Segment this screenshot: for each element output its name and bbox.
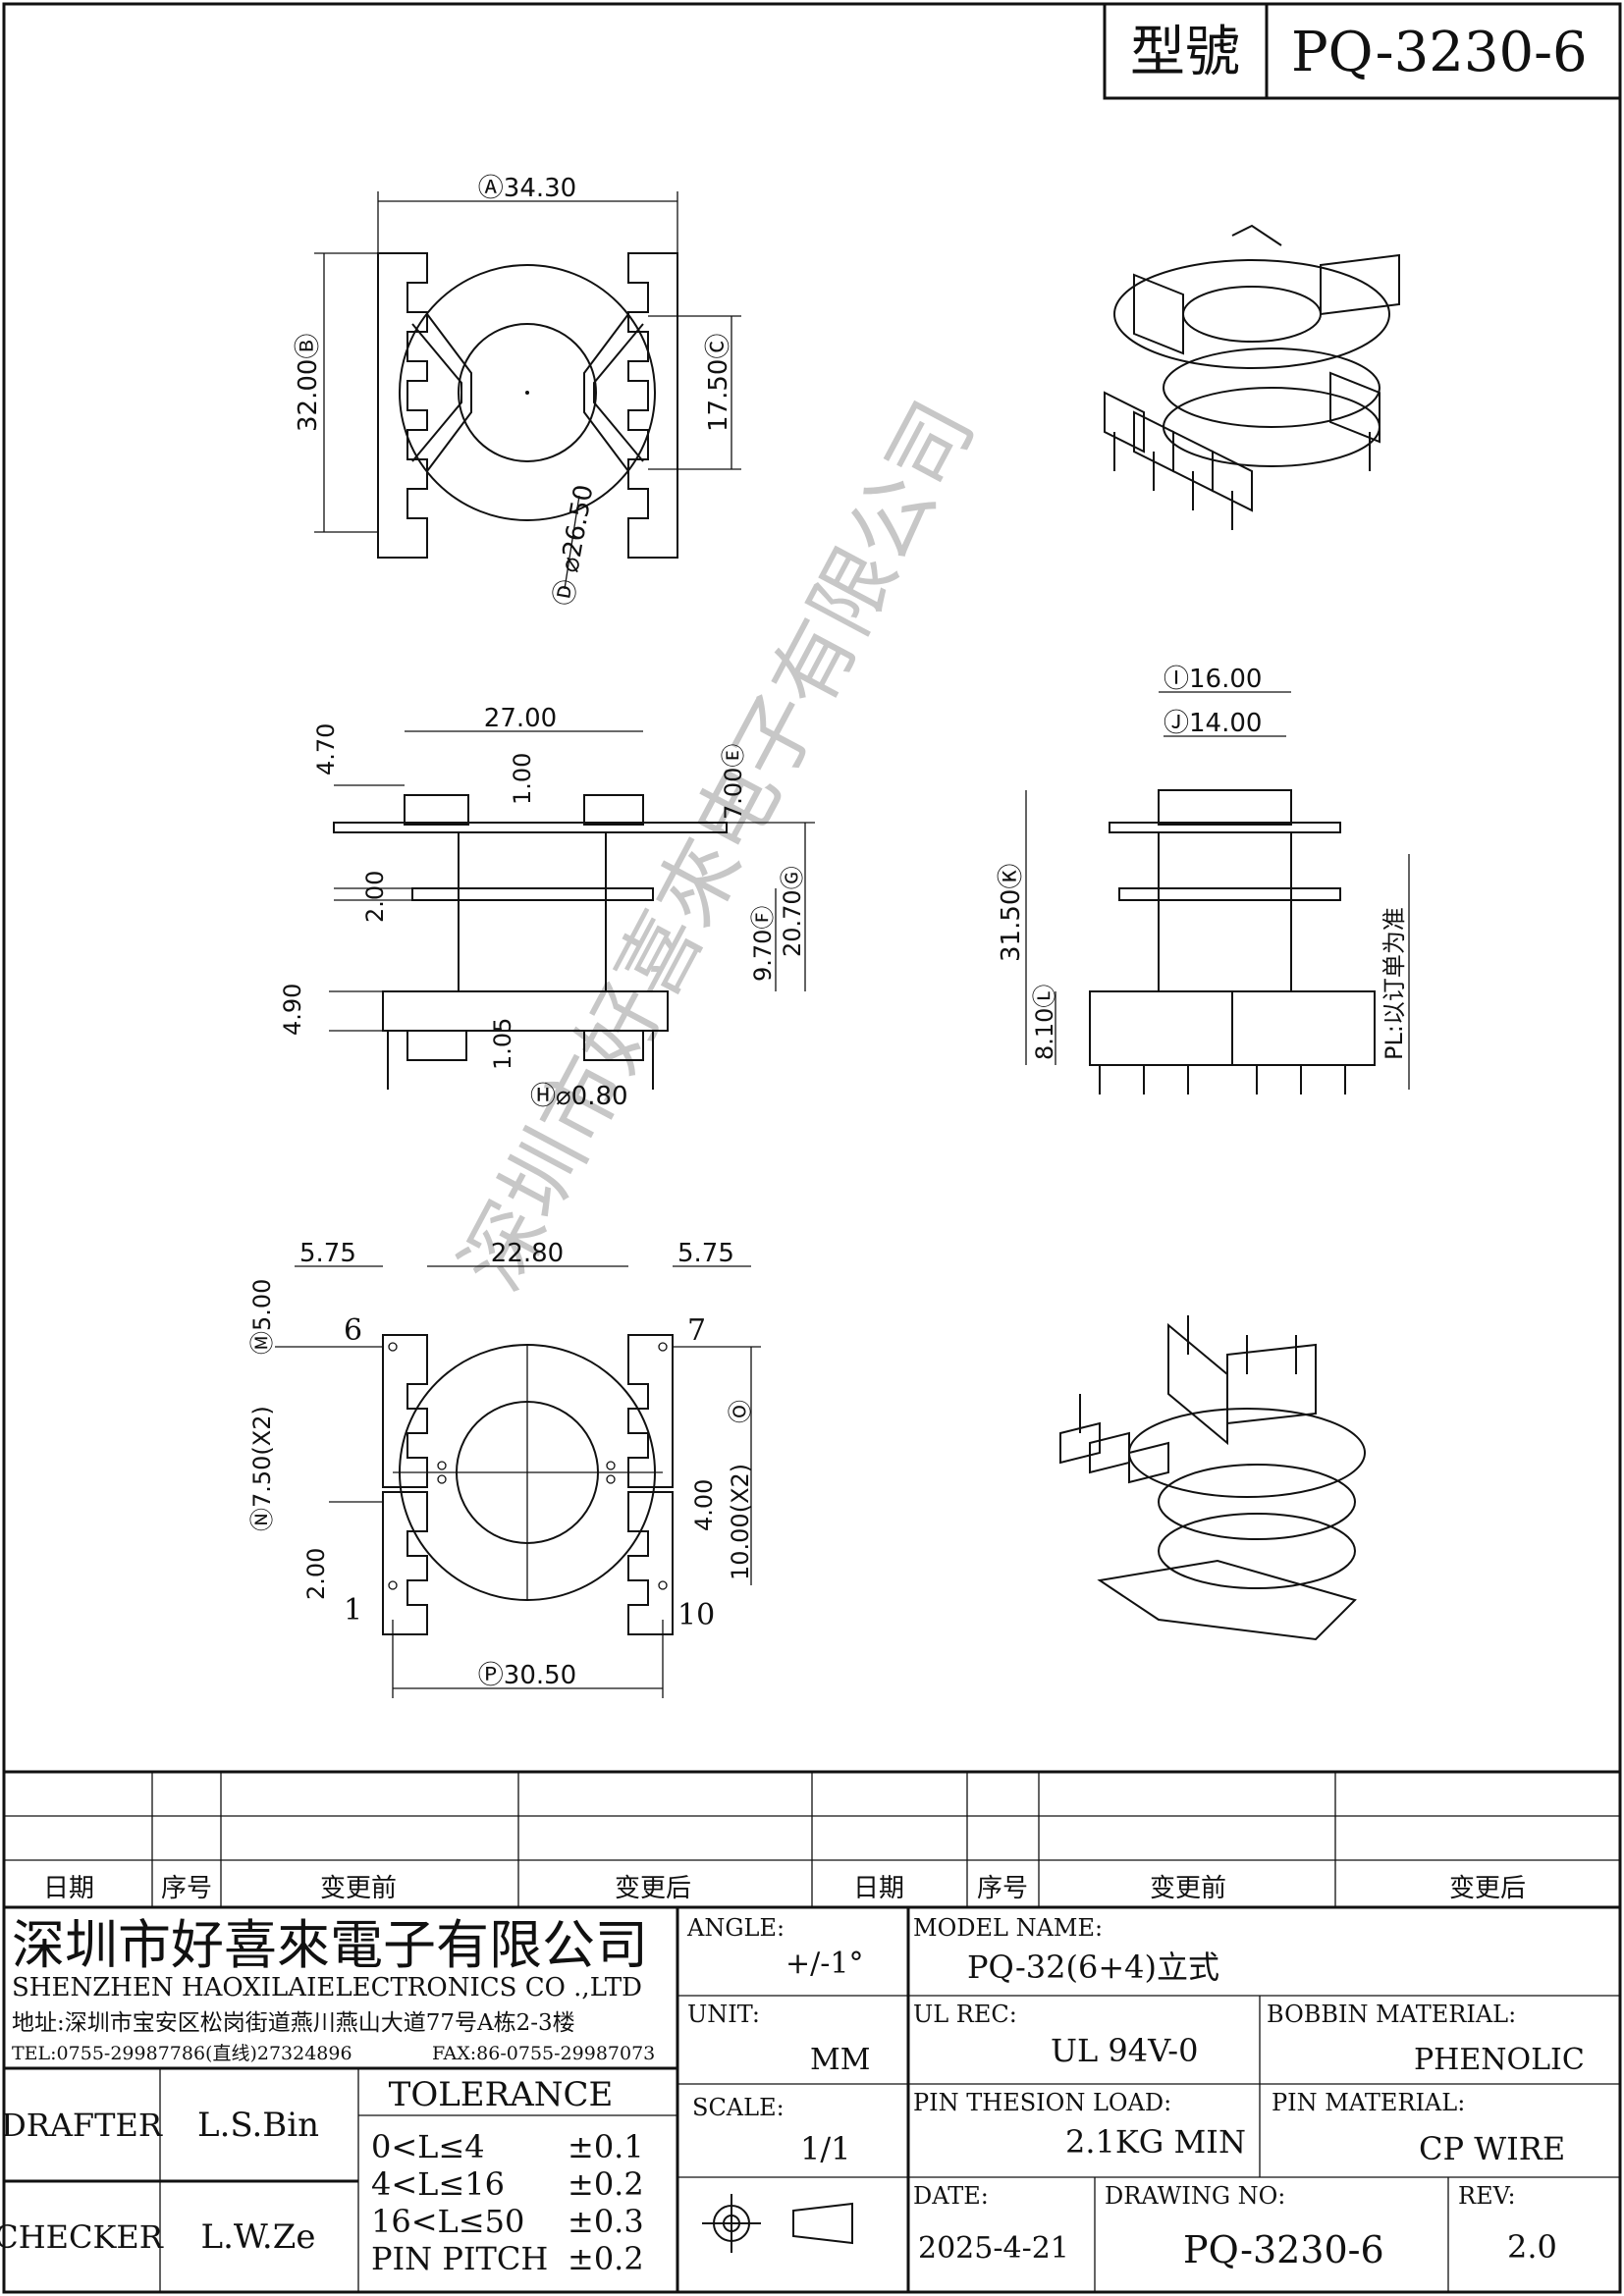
angle-label: ANGLE: (686, 1914, 785, 1942)
watermark: 深圳市好喜來电子有限公司 (443, 386, 993, 1305)
date-label: DATE: (913, 2182, 989, 2210)
bobbin-material-value: PHENOLIC (1414, 2043, 1585, 2077)
ul-rec-label: UL REC: (913, 2001, 1017, 2028)
tol-value-1: ±0.2 (568, 2165, 644, 2203)
dim-750: Ⓝ7.50(X2) (248, 1406, 276, 1531)
rev-header-after-2: 变更后 (1449, 1874, 1526, 1903)
dim-3050: Ⓟ30.50 (478, 1661, 576, 1690)
dim-105: 1.05 (489, 1018, 516, 1070)
dim-b: 32.00Ⓑ (294, 334, 323, 432)
dim-810: 8.10Ⓛ (1031, 985, 1058, 1060)
dim-1000: 10.00(X2) (727, 1464, 754, 1580)
pin-6: 6 (344, 1313, 362, 1348)
checker-value: L.W.Ze (201, 2217, 316, 2257)
scale-label: SCALE: (692, 2094, 785, 2121)
checker-label: CHECKER (0, 2218, 164, 2256)
top-view: Ⓐ34.30 32.00Ⓑ 17.50Ⓒ Ⓓ ⌀26.50 (294, 174, 741, 608)
side-view: 27.00 4.70 1.00 7.00Ⓔ 20.70Ⓖ 9.70Ⓕ 2.00 … (279, 704, 815, 1111)
tol-range-1: 4<L≤16 (371, 2165, 505, 2203)
dim-c: 17.50Ⓒ (704, 334, 733, 432)
pin-material-value: CP WIRE (1419, 2130, 1565, 2167)
iso-view-top (1104, 224, 1400, 530)
unit-label: UNIT: (687, 2001, 760, 2028)
pin-7: 7 (687, 1313, 706, 1348)
rev-header-date-2: 日期 (853, 1874, 904, 1903)
scale-value: 1/1 (800, 2130, 851, 2167)
tolerance-title: TOLERANCE (389, 2075, 614, 2114)
company-name-en: SHENZHEN HAOXILAIELECTRONICS CO .,LTD (12, 1973, 642, 2002)
model-name-value: PQ-32(6+4)立式 (967, 1949, 1219, 1986)
dim-200-bottom: 2.00 (302, 1548, 330, 1600)
dim-500: Ⓜ5.00 (248, 1279, 276, 1355)
rev-label: REV: (1458, 2182, 1516, 2210)
company-name-cn: 深圳市好喜來電子有限公司 (12, 1914, 648, 1976)
drawing-no-value: PQ-3230-6 (1183, 2228, 1384, 2271)
end-view: Ⓘ16.00 Ⓙ14.00 31.50Ⓚ 8.10Ⓛ PL:以订单为准 (997, 665, 1410, 1095)
rev-value: 2.0 (1507, 2228, 1557, 2266)
dim-200: 2.00 (361, 871, 389, 923)
model-header: 型號 PQ-3230-6 (1103, 2, 1622, 100)
ul-rec-value: UL 94V-0 (1051, 2032, 1198, 2069)
dim-2280: 22.80 (491, 1239, 564, 1268)
tol-range-2: 16<L≤50 (371, 2203, 524, 2240)
dim-490: 4.90 (279, 984, 306, 1036)
dim-2070: 20.70Ⓖ (779, 866, 806, 957)
dim-3150: 31.50Ⓚ (997, 864, 1026, 962)
dim-575-right: 5.75 (677, 1239, 734, 1268)
tol-value-2: ±0.3 (568, 2203, 644, 2240)
tol-range-3: PIN PITCH (371, 2240, 548, 2277)
drafter-value: L.S.Bin (197, 2106, 319, 2145)
pin-10: 10 (677, 1598, 715, 1632)
rev-header-no-2: 序号 (977, 1874, 1028, 1903)
pin-load-value: 2.1KG MIN (1065, 2123, 1246, 2161)
rev-header-no-1: 序号 (161, 1874, 212, 1903)
tol-value-0: ±0.1 (568, 2128, 644, 2165)
drafter-label: DRAFTER (1, 2107, 163, 2144)
title-block: 深圳市好喜來電子有限公司 SHENZHEN HAOXILAIELECTRONIC… (0, 1907, 1620, 2292)
dim-575-left: 5.75 (299, 1239, 356, 1268)
pin-load-label: PIN THESION LOAD: (913, 2089, 1171, 2116)
dim-700: 7.00Ⓔ (720, 744, 747, 820)
drawing-no-label: DRAWING NO: (1105, 2182, 1285, 2210)
unit-value: MM (810, 2043, 870, 2077)
rev-header-date-1: 日期 (43, 1874, 94, 1903)
iso-view-bottom (1059, 1315, 1366, 1641)
date-value: 2025-4-21 (918, 2231, 1069, 2266)
pin-material-label: PIN MATERIAL: (1272, 2089, 1465, 2116)
tol-range-0: 0<L≤4 (371, 2128, 485, 2165)
company-address: 地址:深圳市宝安区松岗街道燕川燕山大道77号A栋2-3楼 (12, 2010, 575, 2036)
pin-1: 1 (344, 1593, 362, 1628)
company-tel: TEL:0755-29987786(直线)27324896 (12, 2043, 352, 2064)
angle-value: +/-1° (785, 1947, 863, 1981)
dim-970: 9.70Ⓕ (749, 906, 777, 982)
revision-table: 日期 序号 变更前 变更后 日期 序号 变更前 变更后 (4, 1770, 1620, 1909)
rev-header-after-1: 变更后 (615, 1874, 691, 1903)
model-label: 型號 (1130, 21, 1240, 84)
tol-value-3: ±0.2 (568, 2240, 644, 2277)
rev-header-before-1: 变更前 (320, 1874, 397, 1903)
dim-d: Ⓓ ⌀26.50 (549, 483, 599, 609)
bobbin-material-label: BOBBIN MATERIAL: (1267, 2001, 1516, 2028)
model-value: PQ-3230-6 (1291, 21, 1588, 84)
dim-1600: Ⓘ16.00 (1164, 665, 1262, 694)
bottom-view: 5.75 22.80 5.75 Ⓜ5.00 Ⓝ7.50(X2) 2.00 Ⓞ 4… (248, 1239, 761, 1698)
dim-1400: Ⓙ14.00 (1164, 709, 1262, 738)
pl-note: PL:以订单为准 (1380, 907, 1408, 1060)
dim-a: Ⓐ34.30 (478, 174, 576, 203)
company-fax: FAX:86-0755-29987073 (432, 2043, 655, 2064)
projection-symbol-icon (702, 2194, 853, 2253)
model-name-label: MODEL NAME: (913, 1914, 1103, 1942)
dim-pin: Ⓗ⌀0.80 (530, 1082, 628, 1111)
dim-27: 27.00 (484, 704, 557, 733)
rev-header-before-2: 变更前 (1150, 1874, 1226, 1903)
dim-o: Ⓞ (727, 1400, 754, 1423)
dim-100: 1.00 (509, 753, 536, 805)
dim-400: 4.00 (690, 1479, 718, 1531)
dim-470: 4.70 (312, 723, 340, 775)
